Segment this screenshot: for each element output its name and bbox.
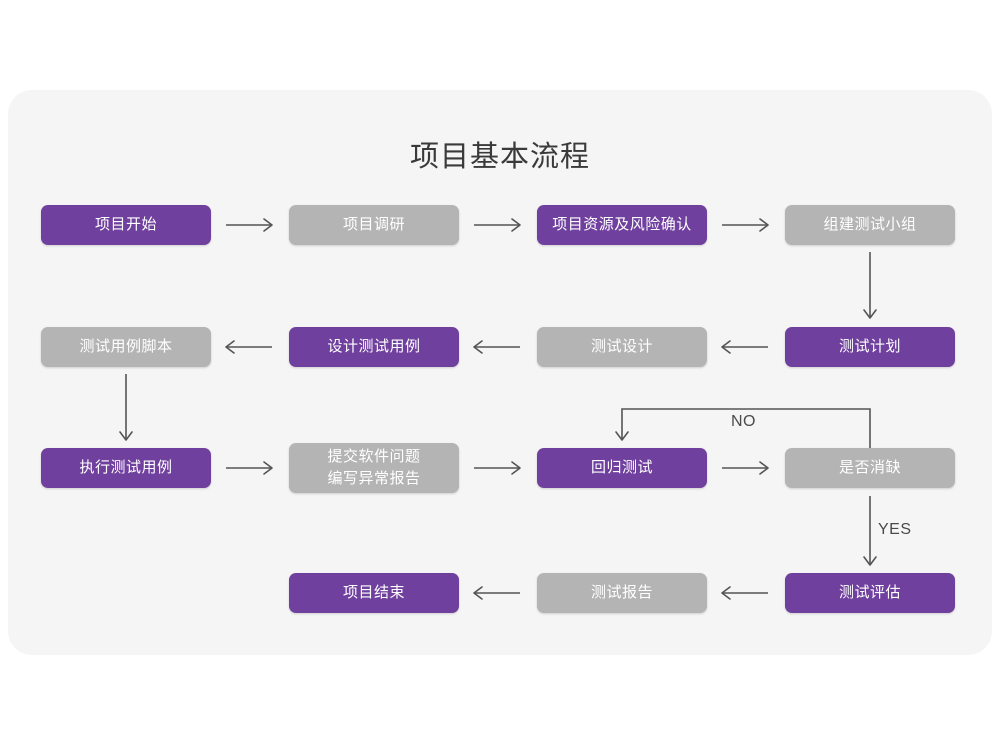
- node-project-research[interactable]: 项目调研: [289, 205, 459, 245]
- node-label: 执行测试用例: [79, 459, 173, 476]
- node-label: 是否消缺: [838, 459, 901, 476]
- node-regression-test[interactable]: 回归测试: [537, 448, 707, 488]
- node-test-case-script[interactable]: 测试用例脚本: [41, 327, 211, 367]
- node-label: 项目调研: [342, 216, 405, 233]
- node-execute-test-case[interactable]: 执行测试用例: [41, 448, 211, 488]
- node-label: 项目结束: [342, 584, 405, 601]
- node-resource-risk-confirm[interactable]: 项目资源及风险确认: [537, 205, 707, 245]
- node-label: 测试用例脚本: [79, 338, 173, 355]
- node-label: 测试设计: [590, 338, 653, 355]
- node-design-test-case[interactable]: 设计测试用例: [289, 327, 459, 367]
- node-label: 测试评估: [838, 584, 901, 601]
- node-label: 项目资源及风险确认: [552, 216, 692, 233]
- edge-label-no: NO: [731, 413, 756, 430]
- node-label: 测试报告: [590, 584, 653, 601]
- node-is-defect-resolved[interactable]: 是否消缺: [785, 448, 955, 488]
- edge-label-yes: YES: [878, 521, 912, 538]
- node-build-test-team[interactable]: 组建测试小组: [785, 205, 955, 245]
- page-title: 项目基本流程: [409, 141, 590, 173]
- node-label: 组建测试小组: [823, 216, 917, 233]
- node-label: 测试计划: [838, 338, 901, 355]
- node-test-evaluation[interactable]: 测试评估: [785, 573, 955, 613]
- node-label: 设计测试用例: [327, 338, 421, 355]
- node-test-design[interactable]: 测试设计: [537, 327, 707, 367]
- node-submit-bug-report[interactable]: 提交软件问题 编写异常报告: [289, 443, 459, 493]
- node-test-report[interactable]: 测试报告: [537, 573, 707, 613]
- node-project-start[interactable]: 项目开始: [41, 205, 211, 245]
- node-label: 回归测试: [590, 459, 653, 476]
- node-project-end[interactable]: 项目结束: [289, 573, 459, 613]
- node-label: 提交软件问题 编写异常报告: [327, 448, 421, 487]
- flowchart-panel: [8, 90, 992, 655]
- node-label: 项目开始: [94, 216, 157, 233]
- node-test-plan[interactable]: 测试计划: [785, 327, 955, 367]
